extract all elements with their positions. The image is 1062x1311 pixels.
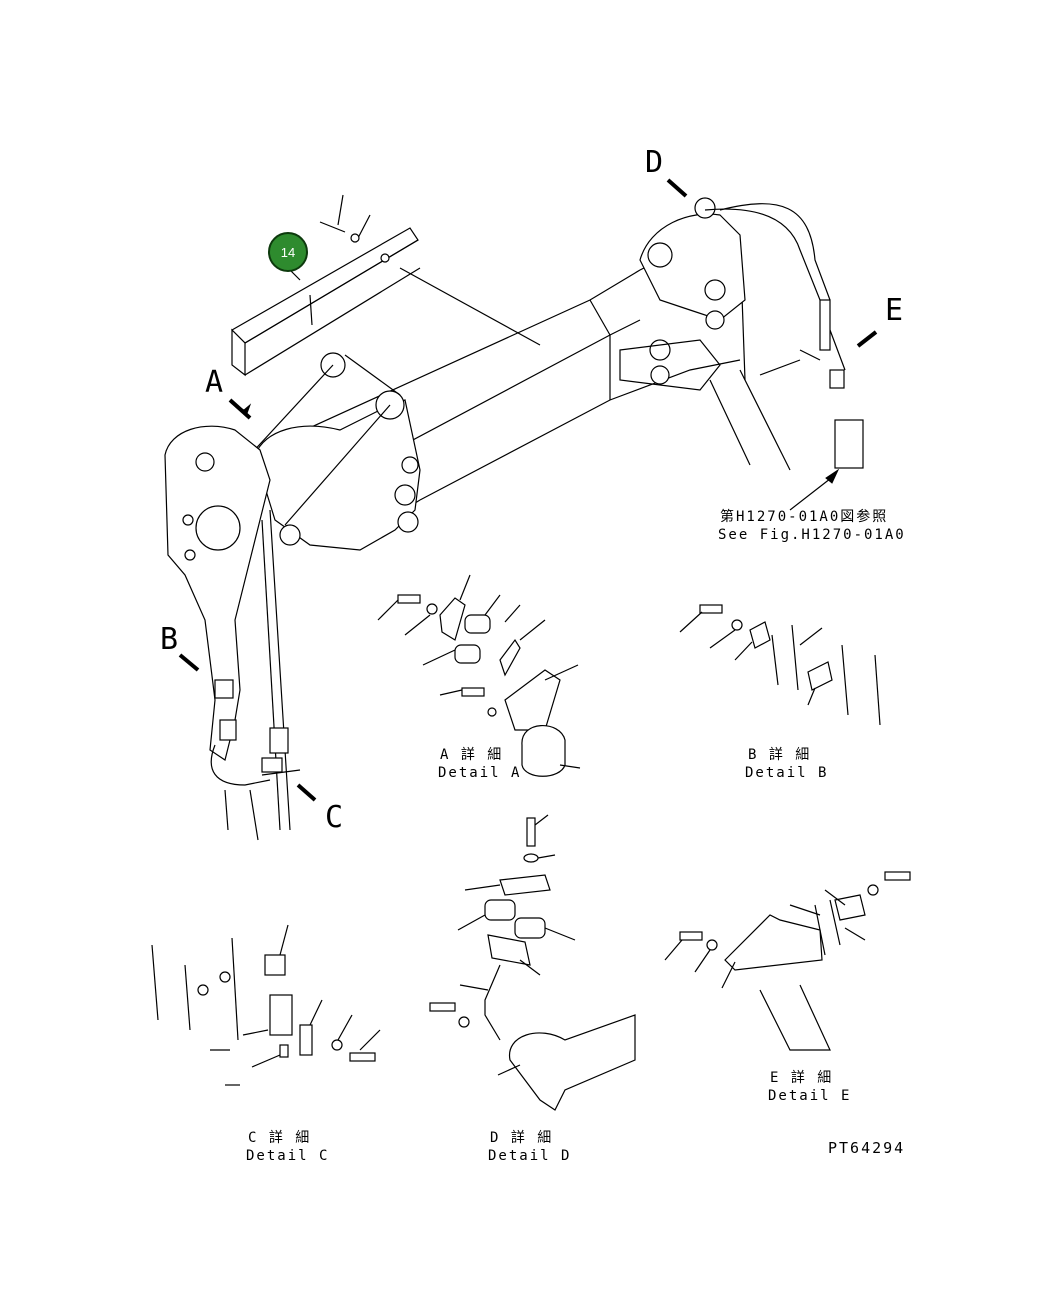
drawing-number: PT64294: [828, 1139, 906, 1157]
detail-e-caption-en: Detail E: [768, 1088, 852, 1104]
view-arrows: [178, 178, 878, 802]
detail-c-drawing: [151, 924, 381, 1086]
detail-a-caption-en: Detail A: [438, 765, 522, 781]
detail-a-drawing: [377, 574, 581, 777]
detail-b-caption-jp: B 詳 細: [748, 747, 812, 763]
detail-a-caption-jp: A 詳 細: [440, 747, 504, 763]
reference-note-jp: 第H1270-01A0図参照: [720, 509, 889, 525]
view-letter-c: C: [325, 800, 344, 835]
view-letter-a: A: [205, 365, 224, 400]
detail-d-caption-jp: D 詳 細: [490, 1130, 554, 1146]
detail-c-caption-en: Detail C: [246, 1148, 330, 1164]
view-letter-d: D: [645, 145, 664, 180]
view-letter-b: B: [160, 622, 179, 657]
boom-assembly: [164, 197, 864, 841]
callout-14[interactable]: 14: [268, 232, 308, 272]
detail-d-drawing: [429, 814, 636, 1111]
view-letter-e: E: [885, 293, 904, 328]
detail-b-drawing: [679, 604, 881, 726]
detail-c-caption-jp: C 詳 細: [248, 1130, 312, 1146]
detail-e-drawing: [664, 871, 911, 1051]
detail-b-caption-en: Detail B: [745, 765, 829, 781]
cover-plate: [231, 194, 541, 377]
reference-note-en: See Fig.H1270-01A0: [718, 527, 906, 543]
detail-e-caption-jp: E 詳 細: [770, 1070, 834, 1086]
detail-d-caption-en: Detail D: [488, 1148, 572, 1164]
